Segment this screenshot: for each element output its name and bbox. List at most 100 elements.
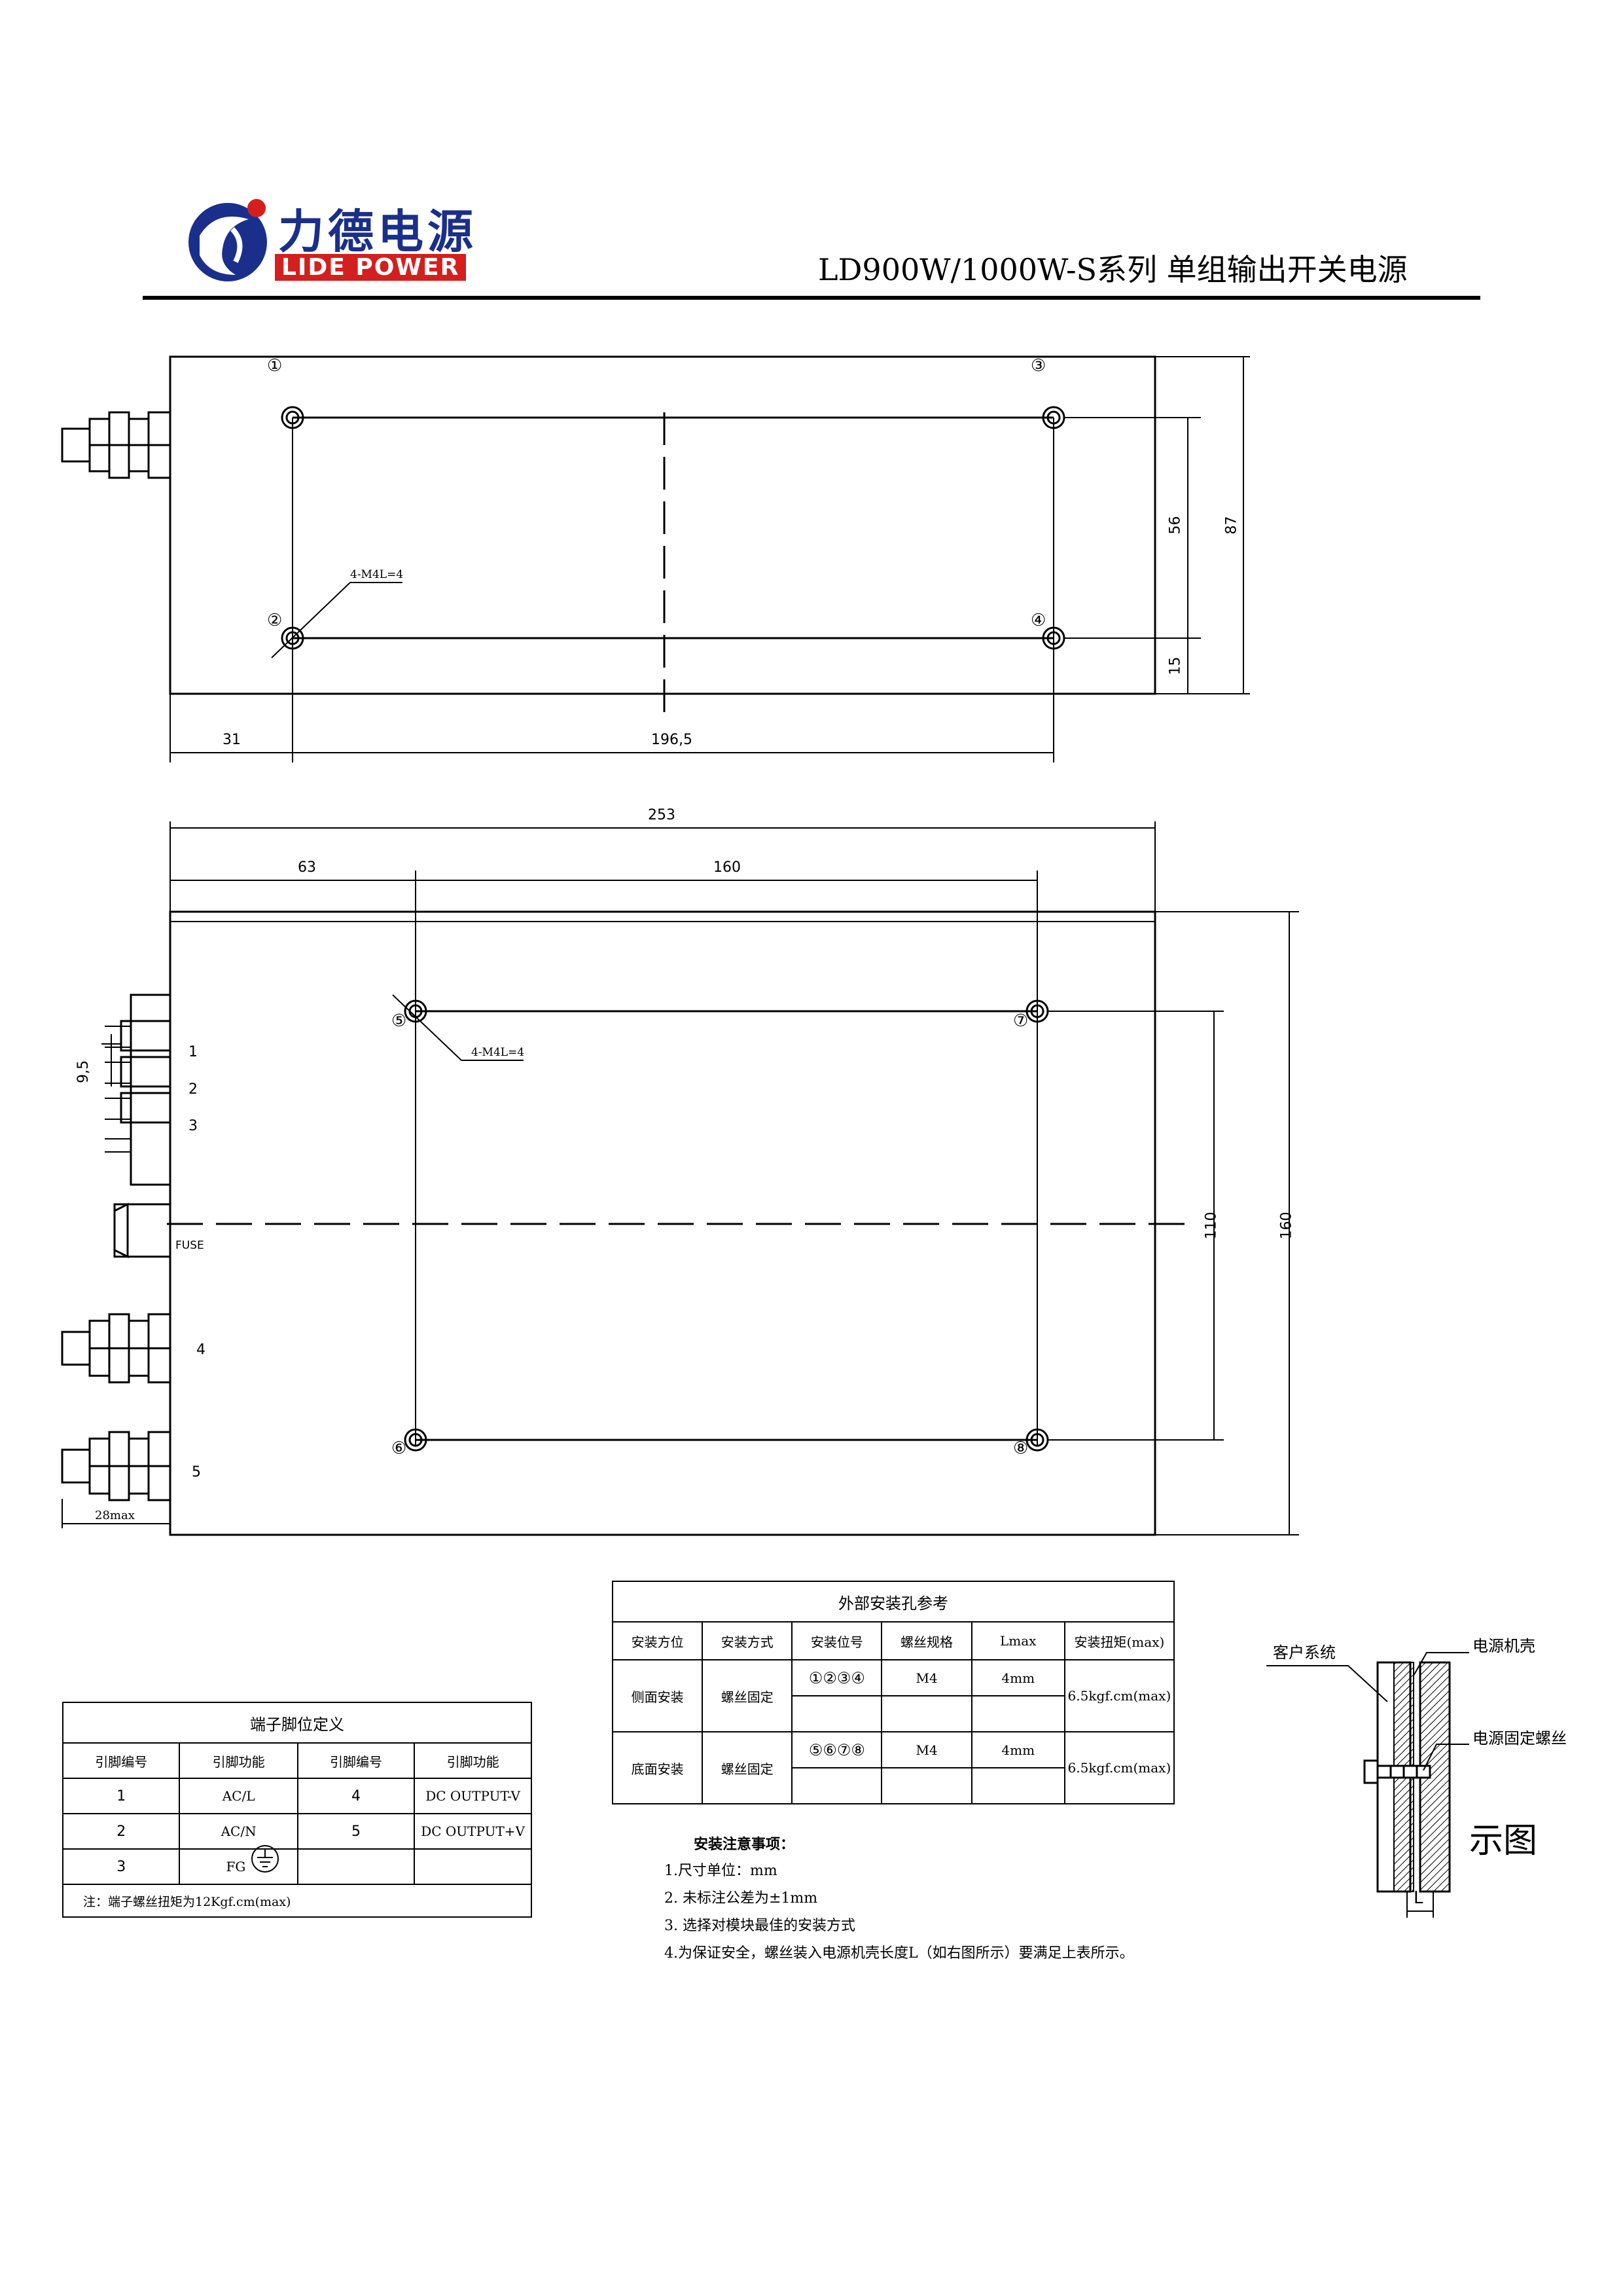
mount-row2-position: 底面安装 (611, 1731, 704, 1804)
hole-label-5: ⑤ (391, 1011, 407, 1031)
top-view (61, 355, 1250, 762)
front-holes (404, 999, 1049, 1452)
mount-header-method: 安装方式 (702, 1621, 793, 1660)
mount-row1-empty-a (791, 1695, 883, 1732)
dim-28max: 28max (95, 1509, 135, 1522)
mount-row1-method: 螺丝固定 (702, 1659, 793, 1732)
pin-header-func-b: 引脚功能 (414, 1742, 532, 1779)
hole-label-2: ② (267, 611, 283, 630)
mount-row2-empty-c (971, 1767, 1065, 1804)
hole-label-3: ③ (1031, 356, 1046, 376)
mount-row2-method: 螺丝固定 (702, 1731, 793, 1804)
pin-empty-no (296, 1848, 416, 1885)
dim-87: 87 (1223, 516, 1240, 535)
mount-row1-holes: ①②③④ (791, 1659, 883, 1696)
pin-1-func: AC/L (179, 1778, 298, 1814)
note-item-3: 3. 选择对模块最佳的安装方式 (664, 1918, 855, 1934)
dim-196-5: 196,5 (651, 732, 692, 748)
mount-row1-screw: M4 (881, 1659, 972, 1696)
mount-row1-empty-c (971, 1695, 1065, 1732)
top-screw-callout: 4-M4L=4 (350, 568, 404, 581)
mount-header-holes: 安装位号 (791, 1621, 883, 1660)
sketch-psu-screw: 电源固定螺丝 (1472, 1729, 1567, 1748)
mount-header-torque: 安装扭矩(max) (1063, 1621, 1175, 1660)
terminal-block (101, 994, 171, 1186)
hole-label-7: ⑦ (1013, 1011, 1029, 1031)
terminal-number-2: 2 (188, 1081, 198, 1098)
top-connector (61, 411, 171, 479)
hole-label-6: ⑥ (391, 1439, 407, 1458)
mount-table-title: 外部安装孔参考 (612, 1581, 1175, 1623)
mount-row1-position: 侧面安装 (611, 1659, 704, 1732)
dim-63: 63 (298, 859, 316, 876)
hole-label-8: ⑧ (1013, 1439, 1029, 1458)
dim-15: 15 (1167, 656, 1184, 675)
mount-row2-screw: M4 (881, 1731, 972, 1768)
mount-row1-lmax: 4mm (971, 1659, 1065, 1696)
pin-1-no: 1 (62, 1778, 181, 1814)
top-view-body (169, 355, 1156, 695)
pin-5-func: DC OUTPUT+V (414, 1813, 532, 1850)
pin-3-func-label: FG (226, 1859, 246, 1874)
terminal-number-5: 5 (192, 1464, 201, 1480)
mount-row2-empty-a (791, 1767, 883, 1804)
dim-160-h: 160 (713, 859, 741, 876)
pin-2-no: 2 (62, 1813, 181, 1850)
pin-header-no-a: 引脚编号 (62, 1742, 181, 1779)
pin-4-no: 4 (296, 1778, 416, 1814)
sketch-psu-case: 电源机壳 (1472, 1637, 1535, 1655)
pin-table-title: 端子脚位定义 (62, 1702, 532, 1744)
dim-110: 110 (1203, 1211, 1220, 1240)
front-view (61, 821, 1299, 1536)
connector-5 (61, 1431, 171, 1501)
notes-title: 安装注意事项： (694, 1836, 795, 1853)
note-item-1: 1.尺寸单位：mm (664, 1863, 777, 1879)
connector-4 (61, 1313, 171, 1384)
mount-sketch (1266, 1652, 1469, 1918)
logo-mark (188, 199, 267, 281)
mount-row2-torque: 6.5kgf.cm(max) (1063, 1731, 1175, 1804)
terminal-number-3: 3 (188, 1118, 198, 1134)
dim-160-v: 160 (1278, 1211, 1295, 1240)
mount-row1-torque: 6.5kgf.cm(max) (1063, 1659, 1175, 1732)
mount-header-position: 安装方位 (611, 1621, 704, 1660)
fuse-holder (113, 1202, 171, 1259)
mount-row1-empty-b (881, 1695, 972, 1732)
mount-header-lmax: Lmax (971, 1621, 1065, 1660)
note-item-2: 2. 未标注公差为±1mm (664, 1890, 818, 1907)
dim-9-5: 9,5 (75, 1060, 92, 1083)
pin-5-no: 5 (296, 1813, 416, 1850)
terminal-number-1: 1 (188, 1044, 198, 1060)
dim-56: 56 (1167, 516, 1184, 535)
top-holes (281, 406, 1065, 650)
logo-cn-text: 力德电源 (278, 205, 477, 259)
mount-table: 外部安装孔参考 安装方位 安装方式 安装位号 螺丝规格 Lmax 安装扭矩(ma… (611, 1581, 1175, 1804)
mount-row2-holes: ⑤⑥⑦⑧ (791, 1731, 883, 1768)
pin-table-note: 注：端子螺丝扭矩为12Kgf.cm(max) (62, 1884, 532, 1918)
fuse-label: FUSE (175, 1239, 204, 1252)
pin-4-func: DC OUTPUT-V (414, 1778, 532, 1814)
pin-table: 端子脚位定义 引脚编号 引脚功能 引脚编号 引脚功能 1 AC/L 4 DC O… (62, 1702, 532, 1918)
page-title: LD900W/1000W-S系列 单组输出开关电源 (818, 252, 1408, 287)
dim-253: 253 (648, 807, 675, 823)
sketch-customer-system: 客户系统 (1273, 1643, 1336, 1662)
note-item-4: 4.为保证安全，螺丝装入电源机壳长度L（如右图所示）要满足上表所示。 (664, 1945, 1134, 1962)
dim-31: 31 (223, 732, 241, 748)
pin-header-func-a: 引脚功能 (179, 1742, 298, 1779)
hole-label-4: ④ (1031, 611, 1046, 630)
pin-empty-func (414, 1848, 532, 1885)
mount-row2-empty-b (881, 1767, 972, 1804)
front-screw-callout: 4-M4L=4 (471, 1046, 525, 1059)
mount-row2-lmax: 4mm (971, 1731, 1065, 1768)
hole-label-1: ① (267, 356, 283, 376)
pin-3-no: 3 (62, 1848, 181, 1885)
notes-list: 1.尺寸单位：mm 2. 未标注公差为±1mm 3. 选择对模块最佳的安装方式 … (664, 1857, 1134, 1967)
logo-en-text: LIDE POWER (275, 254, 467, 281)
pin-header-no-b: 引脚编号 (296, 1742, 416, 1779)
pin-3-func: FG (179, 1848, 298, 1885)
terminal-number-4: 4 (196, 1342, 205, 1358)
sketch-caption: 示图 (1469, 1821, 1538, 1861)
sketch-l-label: L (1414, 1888, 1423, 1908)
pin-2-func: AC/N (179, 1813, 298, 1850)
